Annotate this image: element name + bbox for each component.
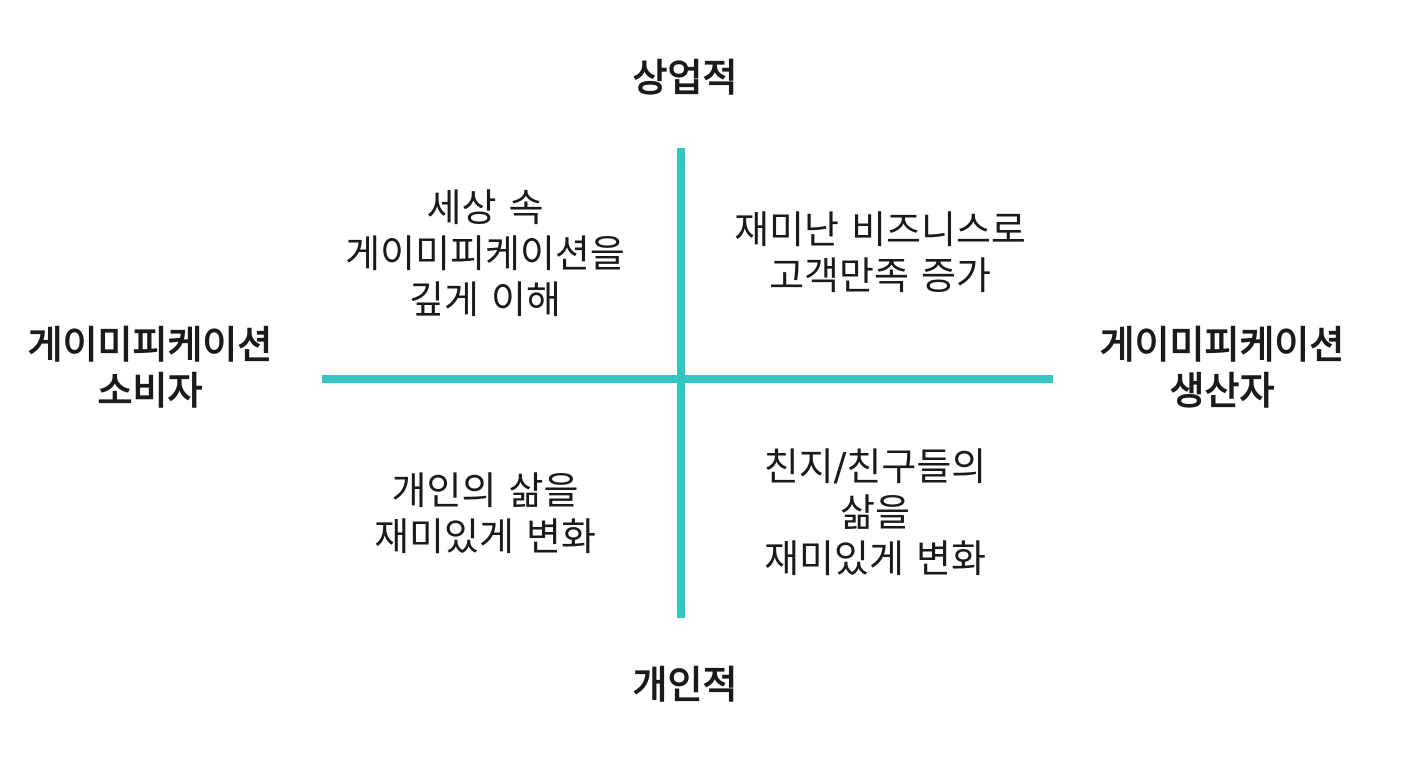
quadrant-bottom-right-line-1: 친지/친구들의 <box>763 445 987 489</box>
axis-label-right-line-1: 게이미피케이션 <box>1099 323 1345 367</box>
quadrant-bottom-right-line-3: 재미있게 변화 <box>764 537 986 581</box>
quadrant-bottom-right-line-2: 삶을 <box>840 491 910 535</box>
quadrant-bottom-right: 친지/친구들의 삶을 재미있게 변화 <box>690 444 1060 582</box>
quadrant-bottom-left: 개인의 삶을 재미있게 변화 <box>300 468 670 560</box>
quadrant-top-left: 세상 속 게이미피케이션을 깊게 이해 <box>300 185 670 323</box>
quadrant-top-left-line-1: 세상 속 <box>426 186 544 230</box>
axis-label-bottom: 개인적 <box>632 663 738 707</box>
axis-label-right: 게이미피케이션 생산자 <box>1072 322 1372 414</box>
quadrant-top-left-line-2: 게이미피케이션을 <box>345 232 625 276</box>
horizontal-axis-line <box>322 375 1053 383</box>
quadrant-bottom-left-line-1: 개인의 삶을 <box>391 469 579 513</box>
vertical-axis-line <box>677 148 685 618</box>
quadrant-bottom-left-line-2: 재미있게 변화 <box>374 515 596 559</box>
axis-label-left-line-2: 소비자 <box>97 369 203 413</box>
axis-label-left: 게이미피케이션 소비자 <box>0 322 300 414</box>
axis-label-left-line-1: 게이미피케이션 <box>27 323 273 367</box>
quadrant-top-right: 재미난 비즈니스로 고객만족 증가 <box>695 207 1065 299</box>
quadrant-top-right-line-2: 고객만족 증가 <box>769 254 991 298</box>
axis-label-top: 상업적 <box>632 56 738 100</box>
quadrant-top-left-line-3: 깊게 이해 <box>409 278 561 322</box>
axis-label-right-line-2: 생산자 <box>1169 369 1275 413</box>
quadrant-top-right-line-1: 재미난 비즈니스로 <box>734 208 1026 252</box>
